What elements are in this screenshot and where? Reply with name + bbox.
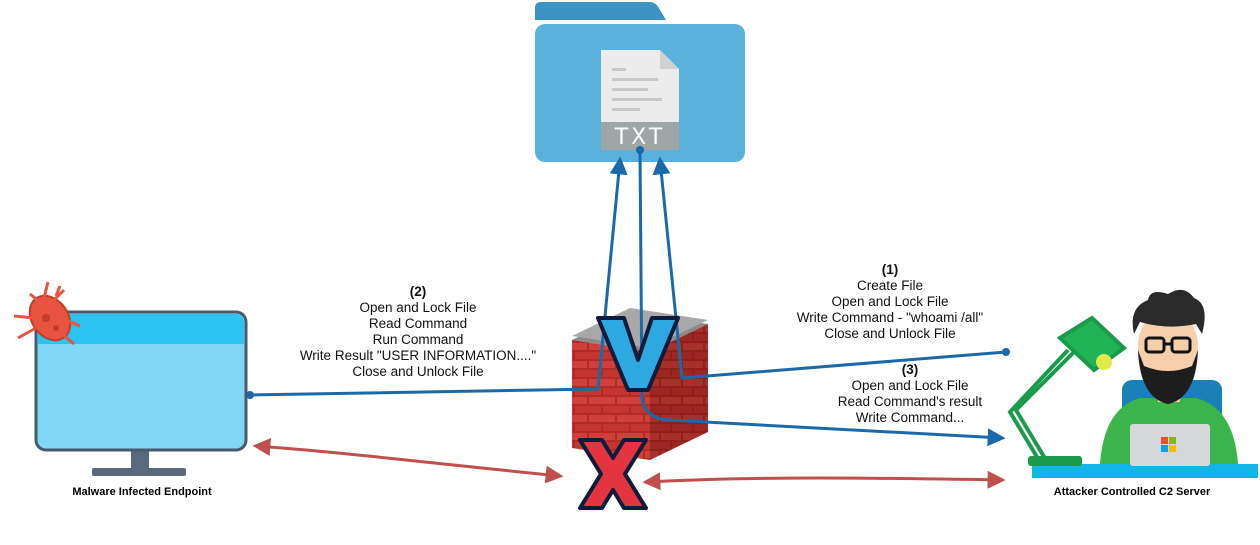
step-1-line: Write Command - "whoami /all" xyxy=(796,310,984,325)
step-2-heading: (2) xyxy=(409,284,427,299)
step-1-line: Open and Lock File xyxy=(831,294,949,309)
flow-lines xyxy=(249,149,1007,447)
flow-endpoint-to-firewall xyxy=(249,156,628,397)
step-1-heading: (1) xyxy=(881,262,899,277)
step-1-label: (1) Create File Open and Lock File Write… xyxy=(760,262,1020,342)
step-3-line: Open and Lock File xyxy=(851,378,969,393)
bug-icon xyxy=(13,281,81,346)
flow-server-to-file xyxy=(652,156,1007,380)
step-2-line: Read Command xyxy=(368,316,468,331)
step-1-line: Create File xyxy=(856,278,924,293)
monitor-icon xyxy=(34,310,248,476)
hacker-icon xyxy=(1100,289,1238,466)
checkmark-v-icon xyxy=(596,316,680,392)
step-2-line: Open and Lock File xyxy=(359,300,477,315)
blocked-endpoint-to-firewall xyxy=(252,438,564,484)
step-2-line: Run Command xyxy=(372,332,464,347)
step-2-line: Close and Unlock File xyxy=(352,364,484,379)
step-3-line: Read Command's result xyxy=(837,394,983,409)
endpoint-caption: Malware Infected Endpoint xyxy=(72,486,212,498)
step-3-heading: (3) xyxy=(901,362,919,377)
txt-file-label: TXT xyxy=(614,125,666,150)
blocked-lines xyxy=(252,438,1006,491)
step-2-label: (2) Open and Lock File Read Command Run … xyxy=(268,284,568,380)
step-3-label: (3) Open and Lock File Read Command's re… xyxy=(790,362,1030,426)
txt-file-icon: TXT xyxy=(601,50,679,150)
step-3-line: Write Command... xyxy=(855,410,965,425)
step-1-line: Close and Unlock File xyxy=(824,326,956,341)
server-caption: Attacker Controlled C2 Server xyxy=(1053,486,1211,498)
lamp-icon xyxy=(1007,315,1128,466)
blocked-firewall-to-server xyxy=(642,470,1006,491)
x-mark-icon xyxy=(578,438,648,510)
flow-file-to-server xyxy=(638,149,1006,447)
step-2-line: Write Result "USER INFORMATION...." xyxy=(299,348,537,363)
desk xyxy=(1032,464,1258,478)
